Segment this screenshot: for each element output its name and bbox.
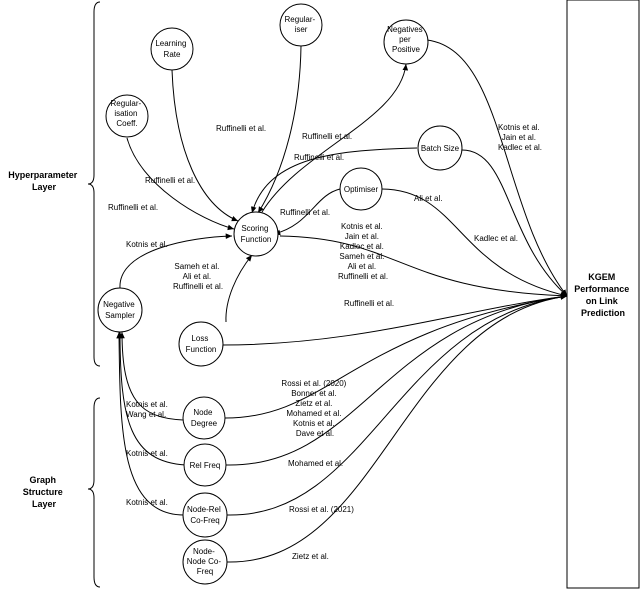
label-degree-to-output: Rossi et al. (2020) Bonner et al. Zietz … bbox=[281, 379, 348, 438]
edge-learning-rate-to-scoring bbox=[171, 69, 239, 222]
svg-text:Regular- iser: Regular- iser bbox=[285, 15, 318, 34]
edge-regularisation-to-scoring bbox=[126, 137, 235, 231]
graph-structure-layer-label: Graph Structure Layer bbox=[23, 475, 66, 509]
label-relfreq-to-output: Mohamed et al. bbox=[288, 459, 343, 468]
edge-optimiser-to-scoring bbox=[273, 188, 341, 236]
label-optimiser-to-output: Ali et al. bbox=[414, 194, 442, 203]
svg-text:Regular- isation C: Regular- isation Coeff. bbox=[111, 99, 144, 128]
edge-loss-to-output bbox=[221, 294, 568, 346]
edge-batch-to-scoring bbox=[250, 147, 418, 214]
svg-text:Rel Freq: Rel Freq bbox=[190, 461, 221, 470]
node-node-degree: Node Degree bbox=[182, 396, 226, 440]
label-loss-to-scoring: Sameh et al. Ali et al. Ruffinelli et al… bbox=[173, 262, 223, 291]
edge-nodenode-to-output bbox=[226, 294, 568, 563]
label-scoring-to-output: Kotnis et al. Jain et al. Kadlec et al. … bbox=[338, 222, 388, 281]
edge-regulariser-to-scoring bbox=[257, 45, 302, 214]
edge-relfreq-to-output bbox=[225, 294, 568, 466]
edge-negatives-to-output bbox=[426, 39, 568, 297]
node-batch-size: Batch Size bbox=[417, 125, 463, 171]
node-scoring-function: Scoring Function bbox=[233, 211, 279, 257]
edge-batch-to-output bbox=[461, 149, 568, 297]
edge-sampler-to-scoring bbox=[119, 233, 233, 289]
node-regulariser: Regular- iser bbox=[279, 3, 323, 47]
label-optimiser-to-scoring: Ruffinelli et al. bbox=[280, 208, 330, 217]
node-node-node-co-freq: Node- Node Co- Freq bbox=[182, 539, 228, 585]
node-regularisation-coeff: Regular- isation Coeff. bbox=[105, 94, 149, 138]
label-batch-to-output: Kadlec et al. bbox=[474, 234, 518, 243]
svg-text:Negative Sampler: Negative Sampler bbox=[103, 300, 137, 320]
node-rel-freq: Rel Freq bbox=[183, 443, 227, 487]
edge-scoring-to-output bbox=[279, 235, 568, 299]
label-regulariser-to-scoring: Ruffinelli et al. bbox=[216, 124, 266, 133]
node-loss-function: Loss Function bbox=[178, 321, 224, 367]
label-learning-rate-to-scoring: Ruffinelli et al. bbox=[145, 176, 195, 185]
node-node-rel-co-freq: Node-Rel Co-Freq bbox=[182, 492, 228, 538]
edge-noderel-to-output bbox=[226, 294, 568, 516]
svg-text:Negatives per Posi: Negatives per Positive bbox=[387, 25, 425, 54]
svg-text:Optimiser: Optimiser bbox=[344, 185, 379, 194]
label-negatives-to-output: Kotnis et al. Jain et al. Kadlec et al. bbox=[498, 123, 542, 152]
svg-text:Node Degree: Node Degree bbox=[191, 408, 218, 428]
label-degree-to-sampler: Kotnis et al. Wang et al. bbox=[126, 400, 170, 419]
label-regularisation-to-scoring: Ruffinelli et al. bbox=[108, 203, 158, 212]
node-negative-sampler: Negative Sampler bbox=[97, 287, 143, 333]
svg-text:Node- Node Co- Fre: Node- Node Co- Freq bbox=[187, 547, 223, 576]
node-learning-rate: Learning Rate bbox=[150, 27, 194, 71]
hyperparameter-layer-label: Hyperparameter Layer bbox=[8, 170, 80, 192]
svg-text:Batch Size: Batch Size bbox=[421, 144, 460, 153]
label-noderel-to-output: Rossi et al. (2021) bbox=[289, 505, 354, 514]
label-noderel-to-sampler: Kotnis et al. bbox=[126, 498, 168, 507]
edge-scoring-to-negatives bbox=[261, 63, 409, 213]
node-optimiser: Optimiser bbox=[339, 167, 383, 211]
node-negatives-per-positive: Negatives per Positive bbox=[383, 19, 429, 65]
graph-structure-brace bbox=[87, 397, 101, 588]
edge-optimiser-to-output bbox=[381, 188, 568, 298]
edge-degree-to-output bbox=[221, 294, 568, 419]
svg-text:Node-Rel Co-Freq: Node-Rel Co-Freq bbox=[187, 505, 223, 525]
edge-degree-to-sampler bbox=[119, 331, 184, 421]
svg-text:Loss Function: Loss Function bbox=[186, 334, 217, 354]
edge-loss-to-scoring bbox=[225, 254, 253, 323]
hyperparameter-brace bbox=[87, 1, 101, 367]
label-nodenode-to-output: Zietz et al. bbox=[292, 552, 329, 561]
label-scoring-to-negatives: Ruffinelli et al. bbox=[302, 132, 352, 141]
svg-text:Scoring Function: Scoring Function bbox=[241, 224, 272, 244]
label-sampler-to-scoring: Kotnis et al. bbox=[126, 240, 168, 249]
label-loss-to-output: Ruffinelli et al. bbox=[344, 299, 394, 308]
output-box bbox=[566, 0, 640, 589]
edge-relfreq-to-sampler bbox=[117, 331, 187, 466]
svg-text:Learning Rate: Learning Rate bbox=[155, 39, 188, 59]
edge-noderel-to-sampler bbox=[116, 331, 185, 516]
label-relfreq-to-sampler: Kotnis et al. bbox=[126, 449, 168, 458]
output-label: KGEM Performance on Link Prediction bbox=[574, 272, 632, 318]
label-batch-to-scoring: Ruffinelli et al. bbox=[294, 153, 344, 162]
